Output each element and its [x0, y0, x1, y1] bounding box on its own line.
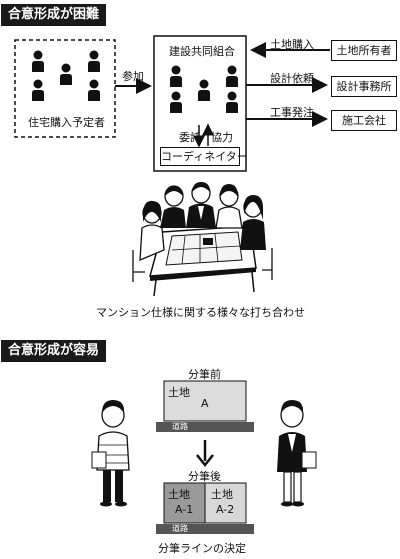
road-label-before: 道路	[172, 422, 188, 431]
land-a-label: A	[201, 397, 209, 410]
after-split-label: 分筆後	[188, 470, 221, 483]
road-bar-after	[156, 524, 254, 534]
flow-label-land-purchase: 土地購入	[270, 38, 314, 51]
flow-label-design-request: 設計依頼	[270, 72, 314, 85]
land-label-before: 土地	[168, 386, 190, 399]
road-label-after: 道路	[172, 524, 188, 533]
cooperative-people-icon	[170, 65, 238, 113]
section-title-difficult: 合意形成が困難	[1, 4, 107, 26]
coordinator-box: コーディネイター	[160, 147, 248, 166]
land-label-a2: 土地	[211, 488, 233, 501]
split-line-caption: 分筆ラインの決定	[158, 542, 246, 555]
parcel-a2-label: A-2	[216, 503, 235, 516]
road-bar-before	[156, 422, 254, 432]
cooperative-label: 建設共同組合	[169, 45, 235, 58]
meeting-caption: マンション仕様に関する様々な打ち合わせ	[96, 306, 305, 319]
join-label: 参加	[122, 70, 144, 83]
cooperate-label: 協力	[211, 131, 233, 144]
flow-label-construction-order: 工事発注	[270, 106, 314, 119]
before-split-label: 分筆前	[188, 368, 221, 381]
parcel-a2	[204, 482, 247, 524]
land-label-a1: 土地	[168, 488, 190, 501]
buyers-people-icon	[32, 50, 100, 101]
cooperative-box	[153, 35, 247, 172]
left-man-illustration	[91, 400, 130, 507]
construction-company-box: 施工会社	[331, 110, 397, 131]
meeting-illustration	[132, 182, 273, 297]
right-man-illustration	[277, 400, 317, 507]
buyers-group-box	[14, 39, 116, 138]
parcel-a1	[163, 482, 206, 524]
buyers-label: 住宅購入予定者	[28, 116, 105, 129]
parcel-a1-label: A-1	[175, 503, 194, 516]
land-a-parcel	[163, 380, 247, 422]
landowner-box: 土地所有者	[331, 40, 397, 61]
section-title-easy: 合意形成が容易	[1, 340, 107, 362]
entrust-label: 委託	[179, 131, 201, 144]
design-office-box: 設計事務所	[331, 76, 397, 97]
